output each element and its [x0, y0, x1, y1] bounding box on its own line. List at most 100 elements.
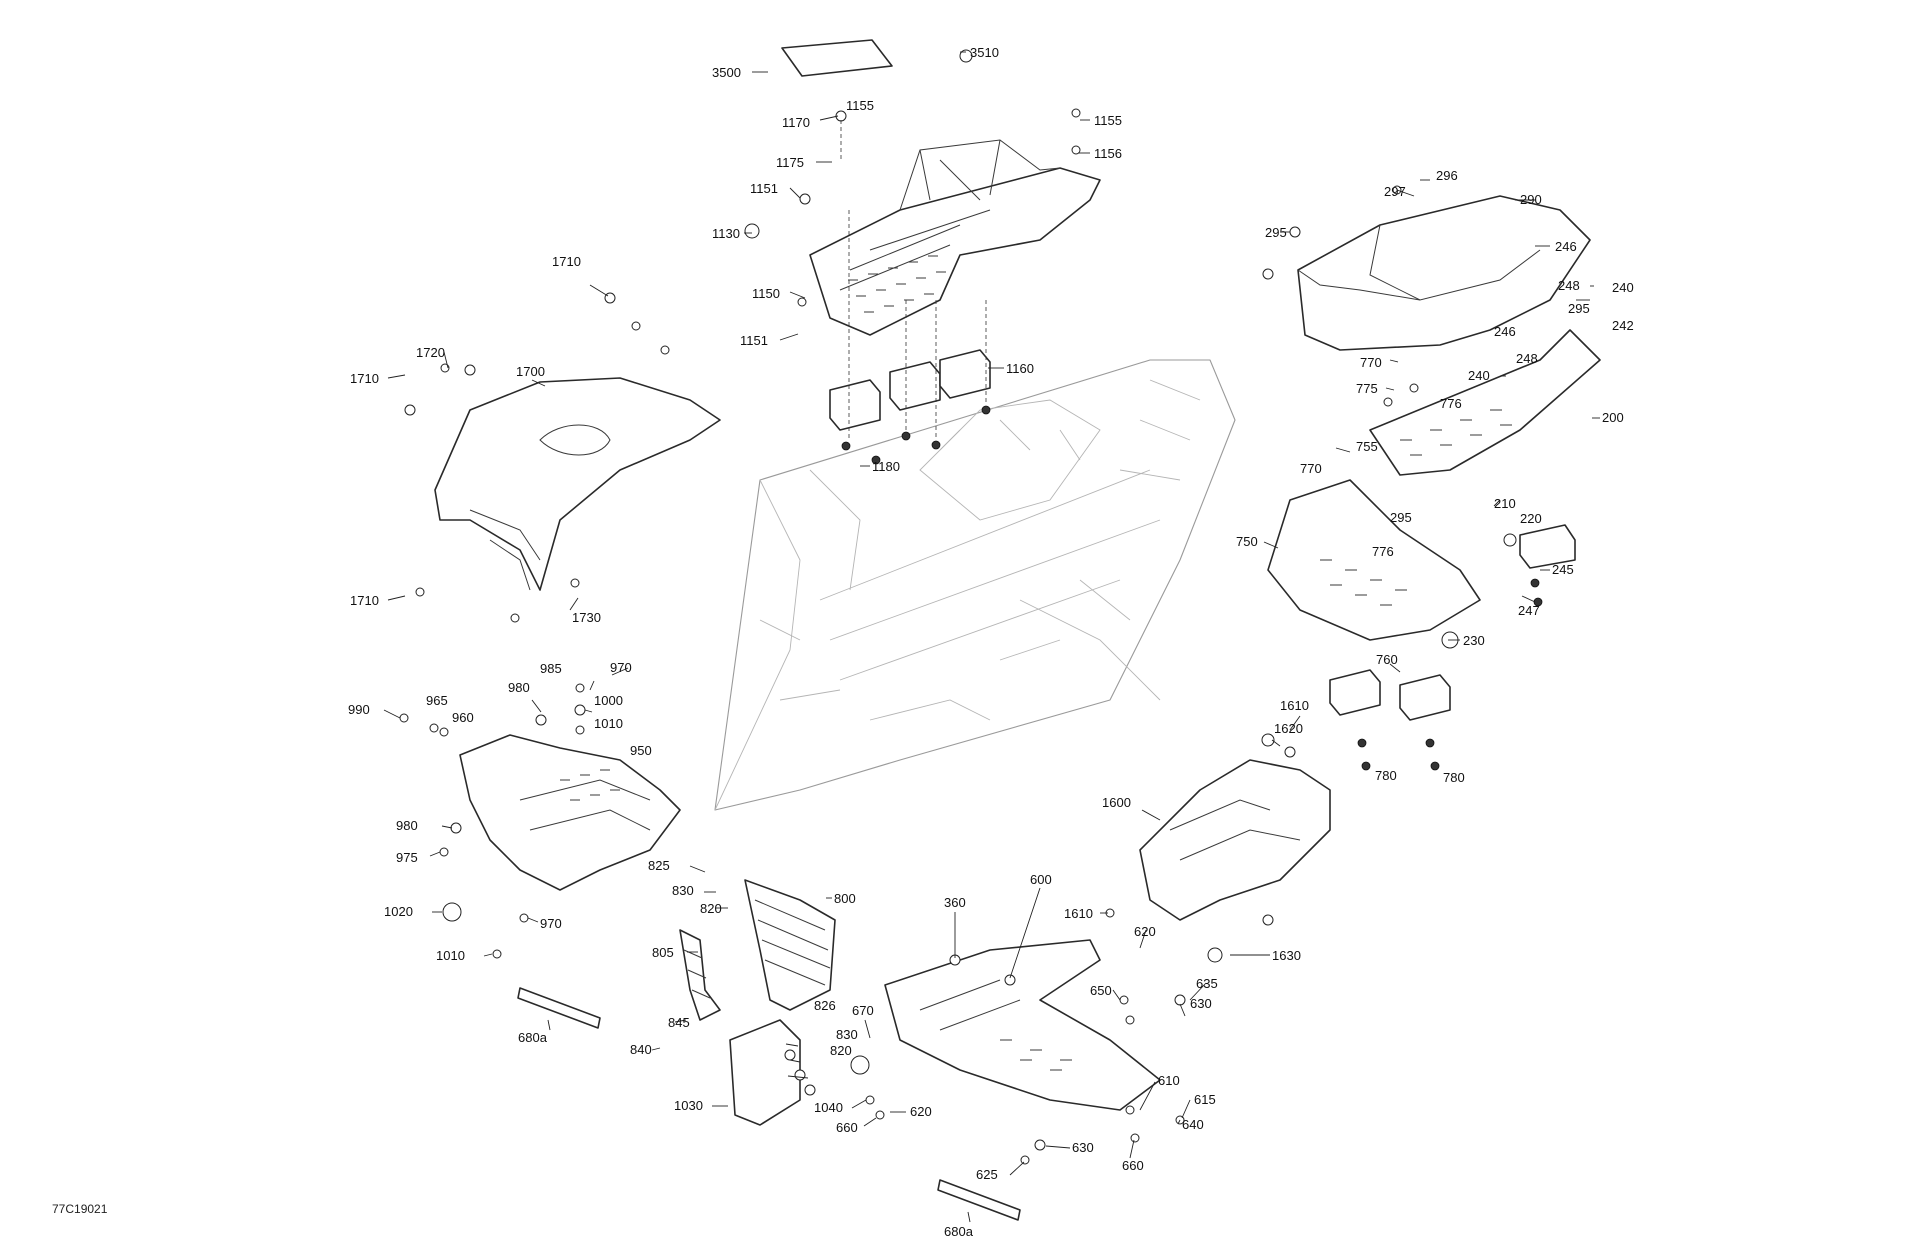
- callout-755: 755: [1356, 439, 1378, 454]
- bar-680a-right: [937, 1179, 1021, 1221]
- callout-3510: 3510: [970, 45, 999, 60]
- callout-1630: 1630: [1272, 948, 1301, 963]
- callout-660-right: 660: [1122, 1158, 1144, 1173]
- callout-630-bottom: 630: [1072, 1140, 1094, 1155]
- callout-960: 960: [452, 710, 474, 725]
- callout-1010-top: 1010: [594, 716, 623, 731]
- callout-245: 245: [1552, 562, 1574, 577]
- callout-800: 800: [834, 891, 856, 906]
- callout-295-low: 295: [1390, 510, 1412, 525]
- callout-820-bottom: 820: [830, 1043, 852, 1058]
- callout-295-top: 295: [1265, 225, 1287, 240]
- callout-1175: 1175: [776, 155, 804, 170]
- callout-640: 640: [1182, 1117, 1204, 1132]
- callout-820-top: 820: [700, 901, 722, 916]
- callout-770-mid: 770: [1300, 461, 1322, 476]
- callout-1156: 1156: [1094, 146, 1122, 161]
- callout-1730: 1730: [572, 610, 601, 625]
- storage-tray-1150: [744, 39, 1101, 465]
- callout-635: 635: [1196, 976, 1218, 991]
- callout-1130: 1130: [712, 226, 740, 241]
- callout-248-top: 248: [1558, 278, 1580, 293]
- callout-990: 990: [348, 702, 370, 717]
- callout-200: 200: [1602, 410, 1624, 425]
- callout-1155-top: 1155: [846, 98, 874, 113]
- callout-220: 220: [1520, 511, 1542, 526]
- callout-246-top: 246: [1555, 239, 1577, 254]
- callout-600: 600: [1030, 872, 1052, 887]
- callout-1030: 1030: [674, 1098, 703, 1113]
- figure-code: 77C19021: [52, 1202, 108, 1216]
- callout-770-top: 770: [1360, 355, 1382, 370]
- grille-805: [679, 929, 721, 1021]
- callout-1170: 1170: [782, 115, 810, 130]
- callout-970-top: 970: [610, 660, 632, 675]
- callout-1010-bottom: 1010: [436, 948, 465, 963]
- bracket-1030: [729, 1019, 816, 1126]
- callout-620-bottom: 620: [910, 1104, 932, 1119]
- callout-830-top: 830: [672, 883, 694, 898]
- callout-805: 805: [652, 945, 674, 960]
- callout-1600: 1600: [1102, 795, 1131, 810]
- callout-825: 825: [648, 858, 670, 873]
- callout-1620: 1620: [1274, 721, 1303, 736]
- callout-840: 840: [630, 1042, 652, 1057]
- cover-290: [1262, 185, 1591, 351]
- grille-800: [744, 879, 836, 1011]
- callout-240-top: 240: [1612, 280, 1634, 295]
- callout-1155-right: 1155: [1094, 113, 1122, 128]
- callout-775: 775: [1356, 381, 1378, 396]
- callout-1180: 1180: [872, 459, 900, 474]
- vehicle-frame-ghost: [714, 359, 1236, 811]
- callout-830-bottom: 830: [836, 1027, 858, 1042]
- tray-600: [850, 939, 1186, 1165]
- callout-3500: 3500: [712, 65, 741, 80]
- callout-1710-bottom: 1710: [350, 593, 379, 608]
- callout-780-left: 780: [1375, 768, 1397, 783]
- callout-780-right: 780: [1443, 770, 1465, 785]
- callout-680a-left: 680a: [518, 1030, 548, 1045]
- callout-labels: 3500 3510 1155 1170 1155 1156 1175 1151 …: [348, 45, 1634, 1239]
- callout-980-mid: 980: [396, 818, 418, 833]
- callout-297: 297: [1384, 184, 1406, 199]
- callout-230: 230: [1463, 633, 1485, 648]
- leader-lines: [383, 51, 1600, 1223]
- callout-290: 290: [1520, 192, 1542, 207]
- callout-975: 975: [396, 850, 418, 865]
- tray-950: [399, 683, 681, 959]
- callout-1040: 1040: [814, 1100, 843, 1115]
- callout-776-top: 776: [1440, 396, 1462, 411]
- callout-247: 247: [1518, 603, 1540, 618]
- callout-845: 845: [668, 1015, 690, 1030]
- callout-625: 625: [976, 1167, 998, 1182]
- callout-1610-mid: 1610: [1064, 906, 1093, 921]
- callout-680a-right: 680a: [944, 1224, 974, 1239]
- callout-1150: 1150: [752, 286, 780, 301]
- callout-248-mid: 248: [1516, 351, 1538, 366]
- tray-750: [1267, 479, 1576, 771]
- callout-615: 615: [1194, 1092, 1216, 1107]
- callout-242: 242: [1612, 318, 1634, 333]
- bar-680a-left: [517, 987, 601, 1029]
- callout-1151-upper: 1151: [750, 181, 778, 196]
- callout-1710-top: 1710: [552, 254, 581, 269]
- callout-750: 750: [1236, 534, 1258, 549]
- callout-950: 950: [630, 743, 652, 758]
- callout-985: 985: [540, 661, 562, 676]
- callout-296: 296: [1436, 168, 1458, 183]
- callout-240-mid: 240: [1468, 368, 1490, 383]
- callout-1710-left: 1710: [350, 371, 379, 386]
- callout-826: 826: [814, 998, 836, 1013]
- cover-1600: [1105, 733, 1331, 963]
- callout-965: 965: [426, 693, 448, 708]
- callout-1720: 1720: [416, 345, 445, 360]
- callout-650: 650: [1090, 983, 1112, 998]
- callout-776-mid: 776: [1372, 544, 1394, 559]
- callout-620-mid: 620: [1134, 924, 1156, 939]
- callout-1020: 1020: [384, 904, 413, 919]
- callout-660-left: 660: [836, 1120, 858, 1135]
- callout-1000: 1000: [594, 693, 623, 708]
- cover-1700: [404, 292, 721, 623]
- callout-1610-top: 1610: [1280, 698, 1309, 713]
